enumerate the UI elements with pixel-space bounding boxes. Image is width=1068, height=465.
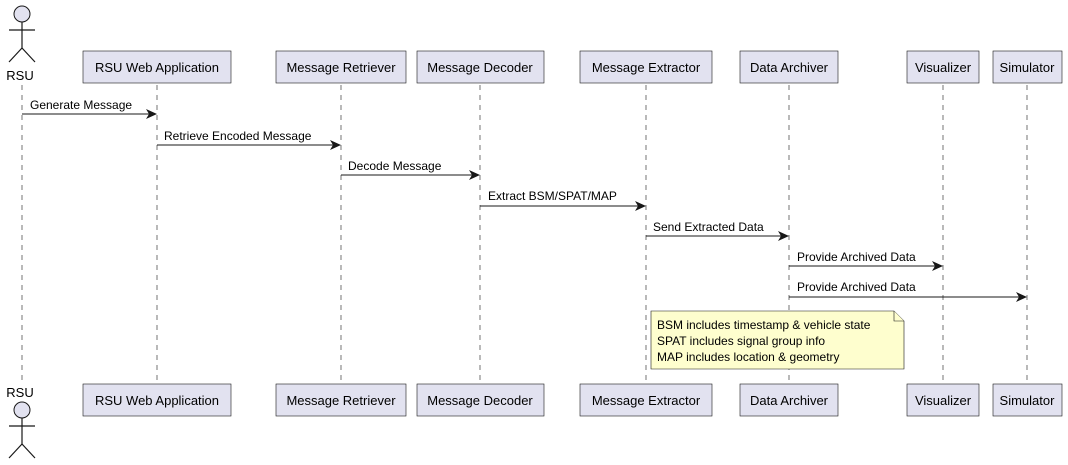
participant-message-decoder-bottom: Message Decoder <box>416 383 545 417</box>
message-label: Retrieve Encoded Message <box>164 129 312 143</box>
message-extract: Extract BSM/SPAT/MAP <box>480 189 646 211</box>
participant-rsu-web-application-top: RSU Web Application <box>82 50 232 84</box>
message-decode: Decode Message <box>341 159 480 180</box>
participant-message-retriever-bottom: Message Retriever <box>275 383 407 417</box>
arrowhead-icon <box>1016 292 1027 302</box>
participant-simulator-top: Simulator <box>992 50 1063 84</box>
message-label: Send Extracted Data <box>653 220 764 234</box>
note-line: BSM includes timestamp & vehicle state <box>657 318 871 332</box>
participant-visualizer-top: Visualizer <box>906 50 980 84</box>
message-provide-simulator: Provide Archived Data <box>789 280 1027 302</box>
participant-label: RSU Web Application <box>95 393 219 408</box>
actor-rsu-bottom: RSU <box>6 385 36 459</box>
arrowhead-icon <box>469 170 480 180</box>
participant-visualizer-bottom: Visualizer <box>906 383 980 417</box>
participant-label: RSU Web Application <box>95 60 219 75</box>
arrowhead-icon <box>146 109 157 119</box>
message-send-extracted: Send Extracted Data <box>646 220 789 241</box>
message-label: Decode Message <box>348 159 442 173</box>
participant-simulator-bottom: Simulator <box>992 383 1063 417</box>
message-label: Extract BSM/SPAT/MAP <box>488 189 617 203</box>
participant-data-archiver-top: Data Archiver <box>739 50 839 84</box>
participant-label: Message Decoder <box>427 393 533 408</box>
participant-label: Message Decoder <box>427 60 533 75</box>
message-generate: Generate Message <box>22 98 157 119</box>
participant-message-extractor-top: Message Extractor <box>579 50 713 84</box>
participant-label: Message Extractor <box>592 60 701 75</box>
message-retrieve: Retrieve Encoded Message <box>157 129 341 150</box>
actor-icon <box>8 401 36 459</box>
actor-label: RSU <box>6 385 33 400</box>
participant-label: Simulator <box>1000 393 1056 408</box>
actor-icon <box>8 5 36 63</box>
message-label: Provide Archived Data <box>797 280 916 294</box>
participant-label: Simulator <box>1000 60 1056 75</box>
arrowhead-icon <box>635 201 646 211</box>
participant-label: Data Archiver <box>750 393 829 408</box>
participant-label: Message Retriever <box>286 60 396 75</box>
participant-label: Visualizer <box>915 60 972 75</box>
message-provide-visualizer: Provide Archived Data <box>789 250 943 271</box>
participant-data-archiver-bottom: Data Archiver <box>739 383 839 417</box>
participant-message-extractor-bottom: Message Extractor <box>579 383 713 417</box>
participant-label: Message Extractor <box>592 393 701 408</box>
arrowhead-icon <box>932 261 943 271</box>
message-label: Generate Message <box>30 98 132 112</box>
participant-message-decoder-top: Message Decoder <box>416 50 545 84</box>
arrowhead-icon <box>778 231 789 241</box>
participant-label: Message Retriever <box>286 393 396 408</box>
message-label: Provide Archived Data <box>797 250 916 264</box>
note-line: MAP includes location & geometry <box>657 350 840 364</box>
note-line: SPAT includes signal group info <box>657 334 825 348</box>
participant-label: Visualizer <box>915 393 972 408</box>
arrowhead-icon <box>330 140 341 150</box>
actor-label: RSU <box>6 68 33 83</box>
note: BSM includes timestamp & vehicle state S… <box>650 310 905 370</box>
actor-rsu-top: RSU <box>6 5 36 83</box>
participant-label: Data Archiver <box>750 60 829 75</box>
participant-message-retriever-top: Message Retriever <box>275 50 407 84</box>
participant-rsu-web-application-bottom: RSU Web Application <box>82 383 232 417</box>
